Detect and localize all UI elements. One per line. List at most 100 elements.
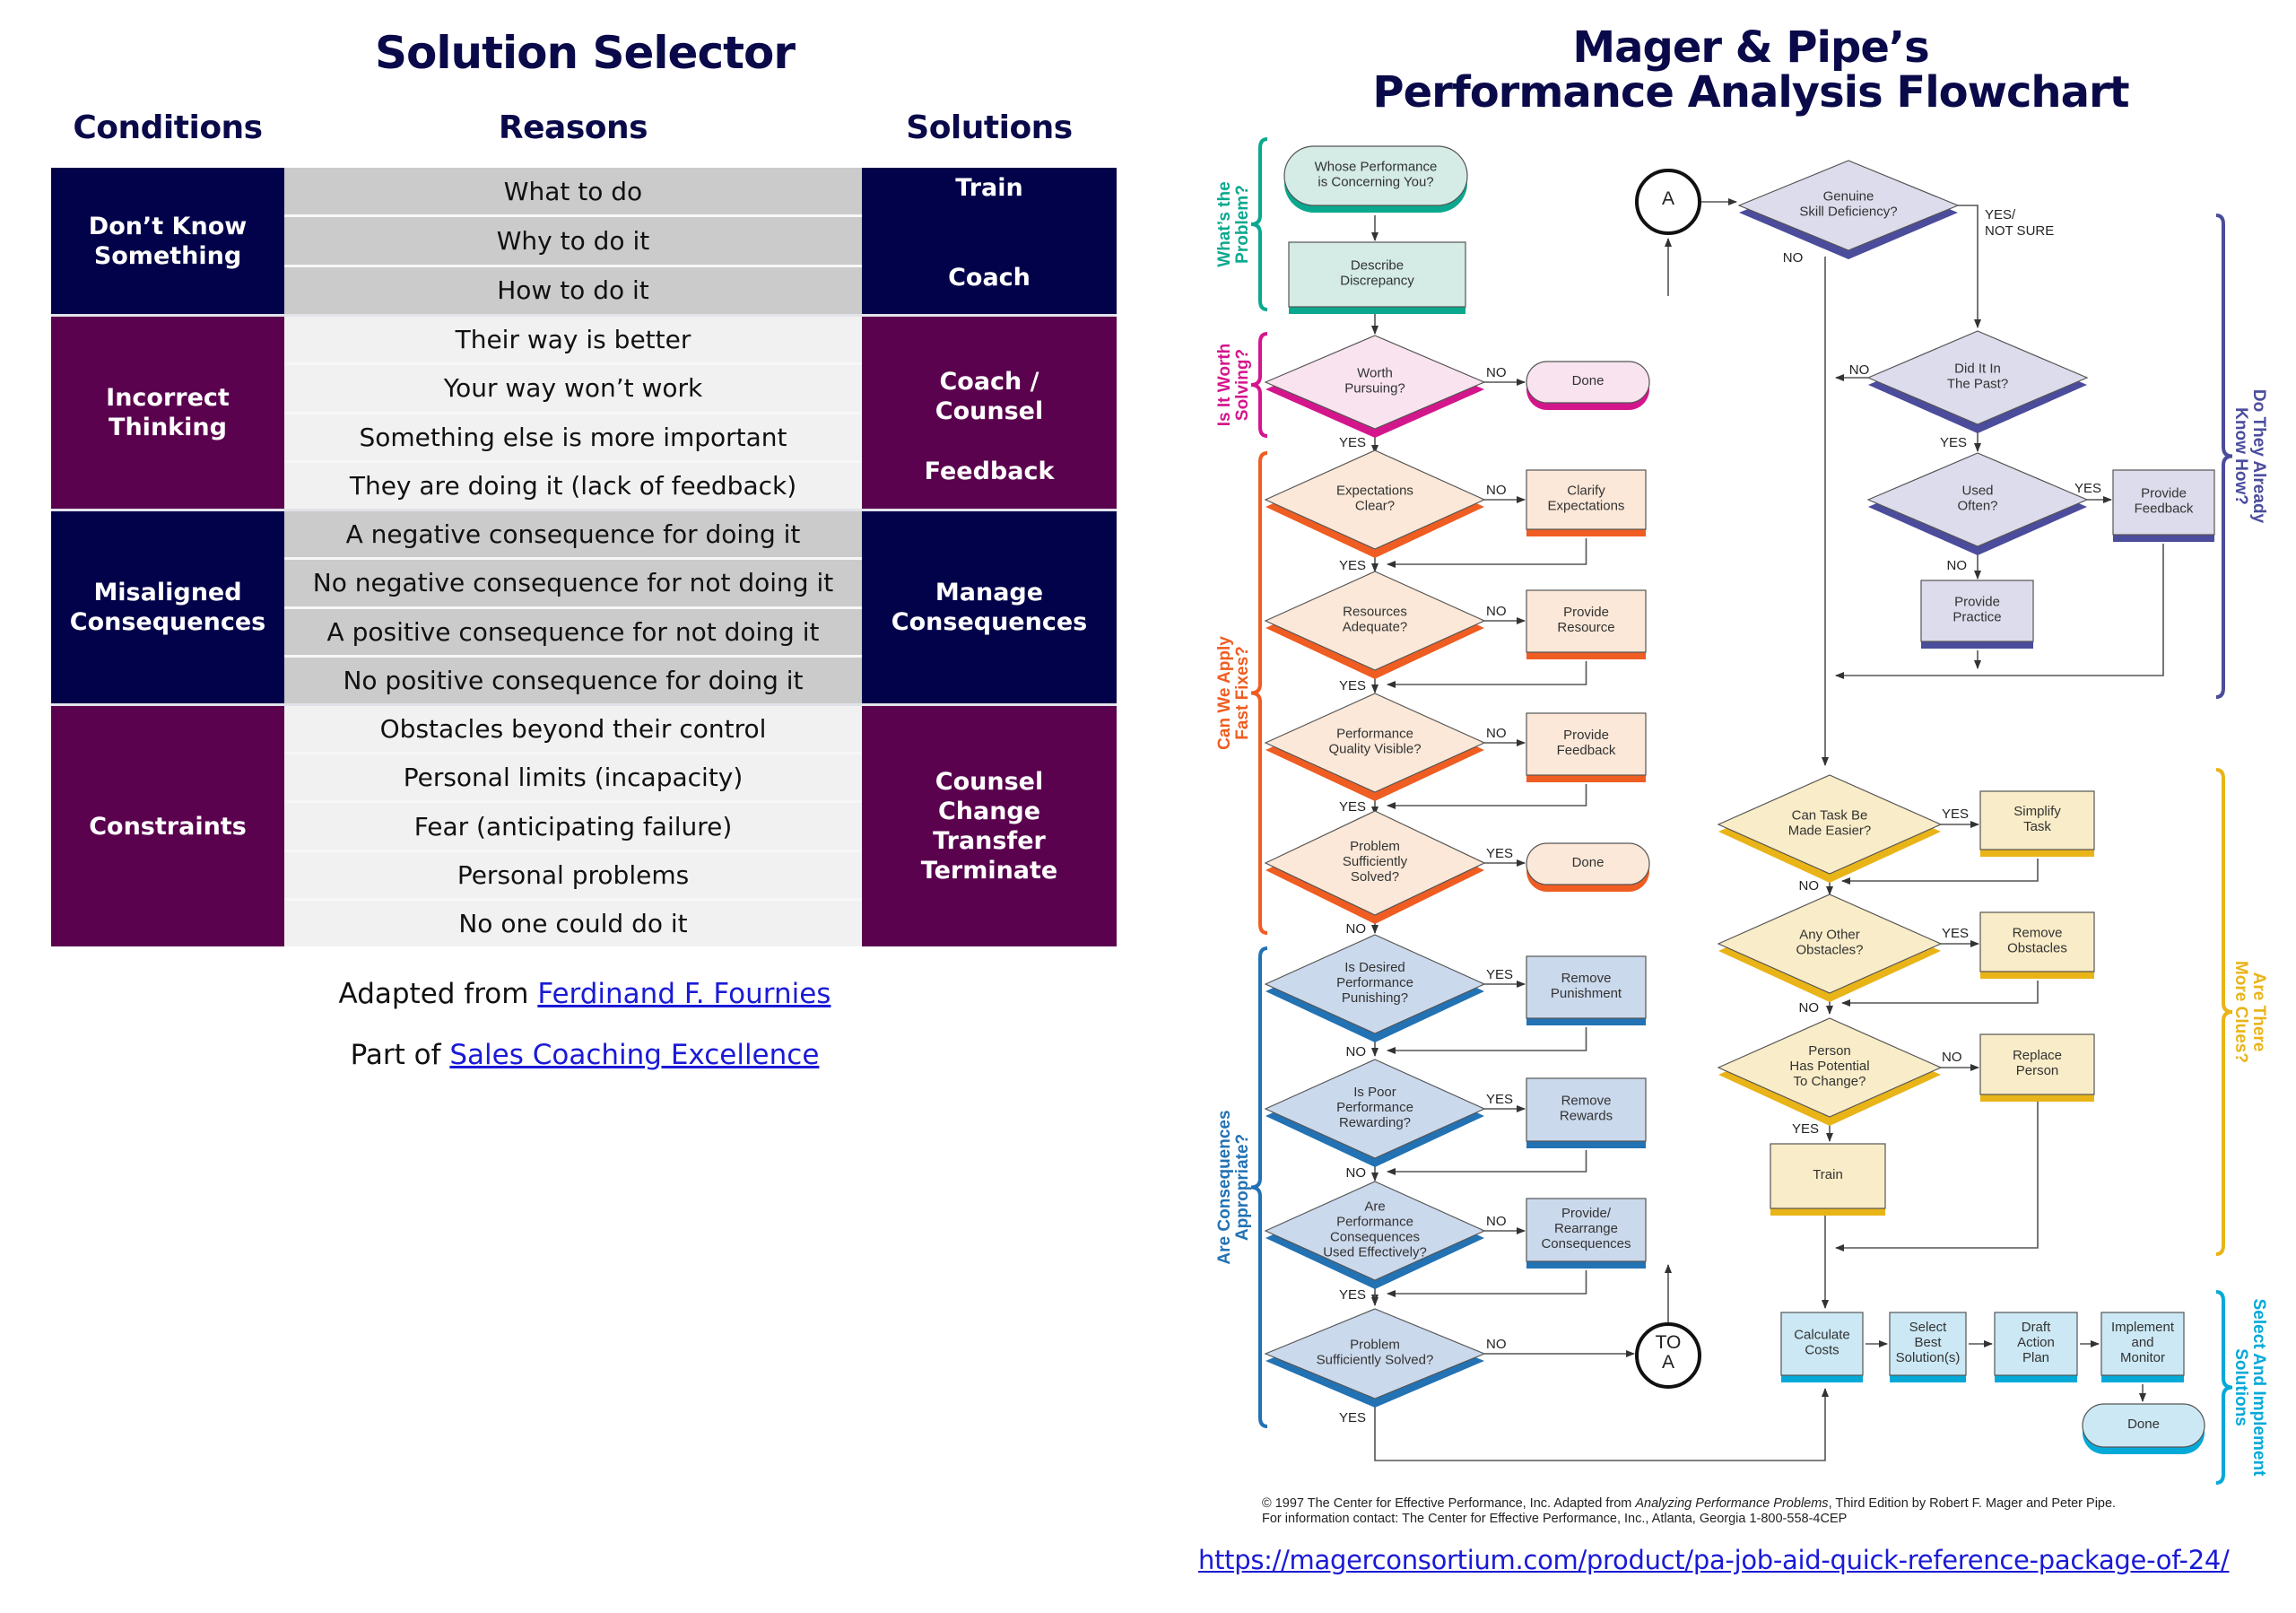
condition-cell: Incorrect Thinking [51,317,284,509]
quality-action-bar [1526,773,1646,782]
used-effectively-action-shape [1526,1198,1647,1262]
connector [1387,661,1587,688]
connector [1841,859,2039,885]
edge-label: NO [1486,1214,1507,1229]
potential-to-change-decision-shape [1717,1017,1943,1118]
provide-feedback-know-how-shape [2112,469,2215,536]
reason-row: How to do it [497,275,649,306]
other-obstacles-decision-shape [1717,894,1943,994]
reasons-list: Obstacles beyond their control Personal … [284,706,862,946]
provide-feedback-know-how-bar [2113,533,2214,542]
reason-row: Obstacles beyond their control [284,706,862,755]
solution-coach-counsel: Coach / Counsel [935,368,1044,425]
whose-performance-shape [1283,145,1468,206]
yes-not-sure-label: YES/ [1985,207,2016,222]
connector [1387,538,1587,568]
more-clues-label: Are ThereMore Clues? [2231,961,2268,1063]
punishing-action-shape [1526,955,1647,1019]
group-constraints: Constraints Obstacles beyond their contr… [51,706,1117,946]
rewarding-decision-shape [1264,1059,1486,1159]
potential-to-change-action-bar [1980,1093,2094,1102]
reasons-list: Their way is better Your way won’t work … [284,317,862,509]
reason-row: No negative consequence for not doing it [284,560,862,609]
solution-cell: Counsel Change Transfer Terminate [862,706,1117,946]
done-worth-shape [1526,361,1650,404]
resources-decision-shape [1264,571,1486,671]
rewarding-action-shape [1526,1077,1647,1142]
group-incorrect-thinking: Incorrect Thinking Their way is better Y… [51,317,1117,511]
resources-action-bar [1526,650,1646,659]
connector [1841,981,2039,1007]
condition-cell: Misaligned Consequences [51,511,284,703]
no-label: NO [1486,365,1507,380]
connector [1387,1027,1587,1054]
edge-label: YES [1339,558,1366,573]
edge-label: YES [1486,1092,1513,1107]
implement-and-monitor-bar [2101,1373,2184,1382]
flowchart-title-line2: Performance Analysis Flowchart [1372,67,2129,118]
used-effectively-action-bar [1526,1260,1646,1269]
done-fast-fix-shape [1526,842,1650,885]
edge-label: NO [1346,1165,1367,1181]
edge-label: YES [1486,967,1513,982]
edge-label: YES [1339,799,1366,815]
calculate-costs-bar [1781,1373,1863,1382]
copyright-line2: For information contact: The Center for … [1262,1512,1848,1526]
connector [1835,544,2164,679]
done-select-text: Done [2127,1417,2160,1432]
edge-label: NO [1486,604,1507,619]
know-how-label: Do They AlreadyKnow How? [2231,389,2268,524]
conditions-header: Conditions [73,109,263,146]
task-easier-decision-shape [1717,774,1943,875]
copyright-notice: © 1997 The Center for Effective Performa… [1262,1496,2116,1527]
consequences-appropriate-brace [1250,946,1268,1428]
yes-label: YES [1339,435,1366,450]
fournies-link[interactable]: Ferdinand F. Fournies [537,978,831,1010]
implement-and-monitor-shape [2100,1312,2185,1376]
edge-label: NO [1799,1000,1820,1016]
potential-to-change-action-shape [1979,1033,2095,1095]
train-action-shape [1770,1143,1886,1209]
worth-solving-label: Is It WorthSolving? [1215,344,1252,427]
no-label: NO [1783,250,1804,266]
yes-label: YES [1940,435,1967,450]
done-select-shape [2082,1403,2205,1448]
used-effectively-decision-shape [1264,1181,1486,1281]
provide-practice-bar [1921,640,2033,649]
reason-row: Their way is better [284,317,862,366]
mager-consortium-link[interactable]: https://magerconsortium.com/product/pa-j… [1198,1545,2230,1575]
expectations-action-bar [1526,527,1646,536]
describe-discrepancy-shape [1288,241,1466,308]
connector [1387,1270,1587,1297]
no-label: NO [1947,558,1968,573]
solution-cell: Coach / Counsel Feedback [862,317,1117,509]
sales-coaching-link[interactable]: Sales Coaching Excellence [449,1039,820,1071]
copyright-line1: © 1997 The Center for Effective Performa… [1262,1496,2116,1512]
